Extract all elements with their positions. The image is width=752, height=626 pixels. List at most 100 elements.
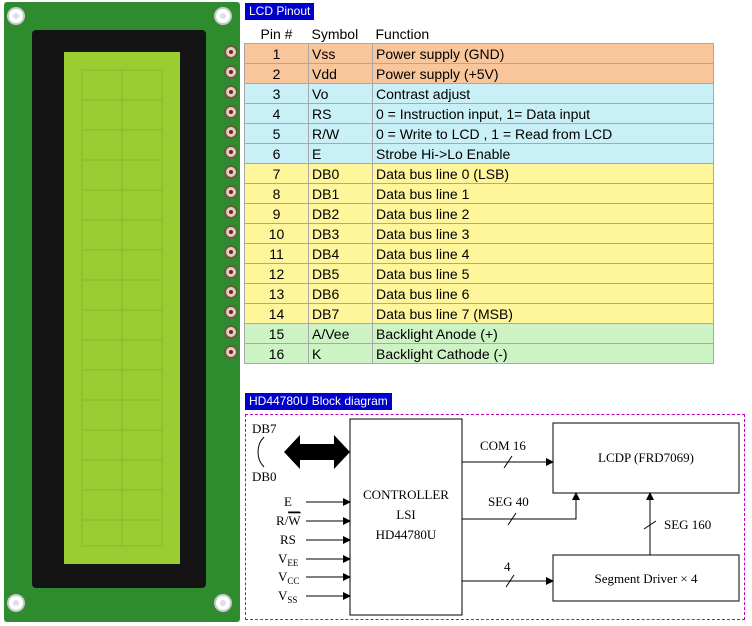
mounting-hole (7, 7, 25, 25)
pin-function-cell: Data bus line 5 (372, 263, 714, 284)
header-pin (224, 45, 238, 59)
pin-number-cell: 2 (244, 63, 309, 84)
pin-function-cell: Power supply (GND) (372, 43, 714, 64)
lcdp-box (552, 422, 740, 494)
pinout-header-row: Pin # Symbol Function (245, 24, 714, 44)
input-vee-label: VEE (278, 551, 299, 568)
header-pin (224, 265, 238, 279)
header-pin (224, 125, 238, 139)
pin-number-cell: 16 (244, 343, 309, 364)
seg40-arrow (462, 492, 580, 520)
pin-function-cell: Data bus line 0 (LSB) (372, 163, 714, 184)
lcd-screen (64, 52, 180, 564)
lcd-character-grid (81, 69, 163, 547)
pin-symbol-cell: R/W (308, 123, 373, 144)
header-pin (224, 205, 238, 219)
header-pin (224, 325, 238, 339)
pin-symbol-cell: Vo (308, 83, 373, 104)
pin-number-cell: 9 (244, 203, 309, 224)
pin-number-cell: 15 (244, 323, 309, 344)
header-pin (224, 305, 238, 319)
pin-function-cell: Data bus line 4 (372, 243, 714, 264)
pin-symbol-cell: DB4 (308, 243, 373, 264)
pin-function-cell: Data bus line 7 (MSB) (372, 303, 714, 324)
controller-box (349, 418, 463, 616)
lcdp-label: LCDP (FRD7069) (598, 450, 694, 465)
block-diagram: DB7 DB0 CONTROLLER LSI HD44780U E R/W RS… (252, 418, 740, 616)
header-pin (224, 85, 238, 99)
function-header: Function (375, 25, 430, 42)
pin-symbol-cell: A/Vee (308, 323, 373, 344)
block-diagram-frame: DB7 DB0 CONTROLLER LSI HD44780U E R/W RS… (245, 414, 745, 620)
pin-number-cell: 3 (244, 83, 309, 104)
controller-label-line1: CONTROLLER (363, 487, 449, 502)
segment-driver-label: Segment Driver × 4 (594, 571, 698, 586)
seg40-slash (507, 512, 517, 526)
pin-number-cell: 6 (244, 143, 309, 164)
bus4-slash (505, 574, 515, 588)
mounting-hole (7, 594, 25, 612)
pin-function-cell: 0 = Write to LCD , 1 = Read from LCD (372, 123, 714, 144)
pin-symbol-cell: DB6 (308, 283, 373, 304)
header-pin (224, 225, 238, 239)
controller-label-line2: LSI (396, 507, 416, 522)
pin-function-cell: Data bus line 3 (372, 223, 714, 244)
pin-number-cell: 1 (244, 43, 309, 64)
pin-number-cell: 5 (244, 123, 309, 144)
header-pin (224, 245, 238, 259)
com16-slash (503, 455, 513, 469)
pin-number-cell: 13 (244, 283, 309, 304)
pin-symbol-cell: DB0 (308, 163, 373, 184)
pin-function-cell: Power supply (+5V) (372, 63, 714, 84)
pin-symbol-cell: Vss (308, 43, 373, 64)
pin-function-cell: Data bus line 2 (372, 203, 714, 224)
pin-number-cell: 8 (244, 183, 309, 204)
pin-function-cell: Data bus line 1 (372, 183, 714, 204)
symbol-header: Symbol (311, 25, 359, 42)
pin-number-cell: 7 (244, 163, 309, 184)
header-pin (224, 145, 238, 159)
pin-symbol-cell: DB5 (308, 263, 373, 284)
pin-symbol-cell: E (308, 143, 373, 164)
header-pin (224, 65, 238, 79)
header-pin (224, 105, 238, 119)
com16-label: COM 16 (480, 438, 526, 453)
input-vss-label: VSS (278, 588, 297, 605)
pin-number-cell: 14 (244, 303, 309, 324)
bus-db7-label: DB7 (252, 421, 277, 436)
pin-function-cell: 0 = Instruction input, 1= Data input (372, 103, 714, 124)
input-vcc-label: VCC (278, 569, 299, 586)
pin-function-cell: Strobe Hi->Lo Enable (372, 143, 714, 164)
bus4-label: 4 (504, 559, 511, 574)
pin-symbol-cell: DB3 (308, 223, 373, 244)
seg40-label: SEG 40 (488, 494, 529, 509)
pin-symbol-cell: K (308, 343, 373, 364)
pin-number-cell: 11 (244, 243, 309, 264)
pin-function-cell: Data bus line 6 (372, 283, 714, 304)
pin-number-header: Pin # (260, 25, 293, 42)
seg160-slash (643, 520, 657, 530)
pin-symbol-cell: DB1 (308, 183, 373, 204)
pin-symbol-cell: DB7 (308, 303, 373, 324)
pin-symbol-cell: RS (308, 103, 373, 124)
input-e-label: E (284, 494, 292, 509)
pin-function-cell: Contrast adjust (372, 83, 714, 104)
input-rs-label: RS (280, 532, 296, 547)
